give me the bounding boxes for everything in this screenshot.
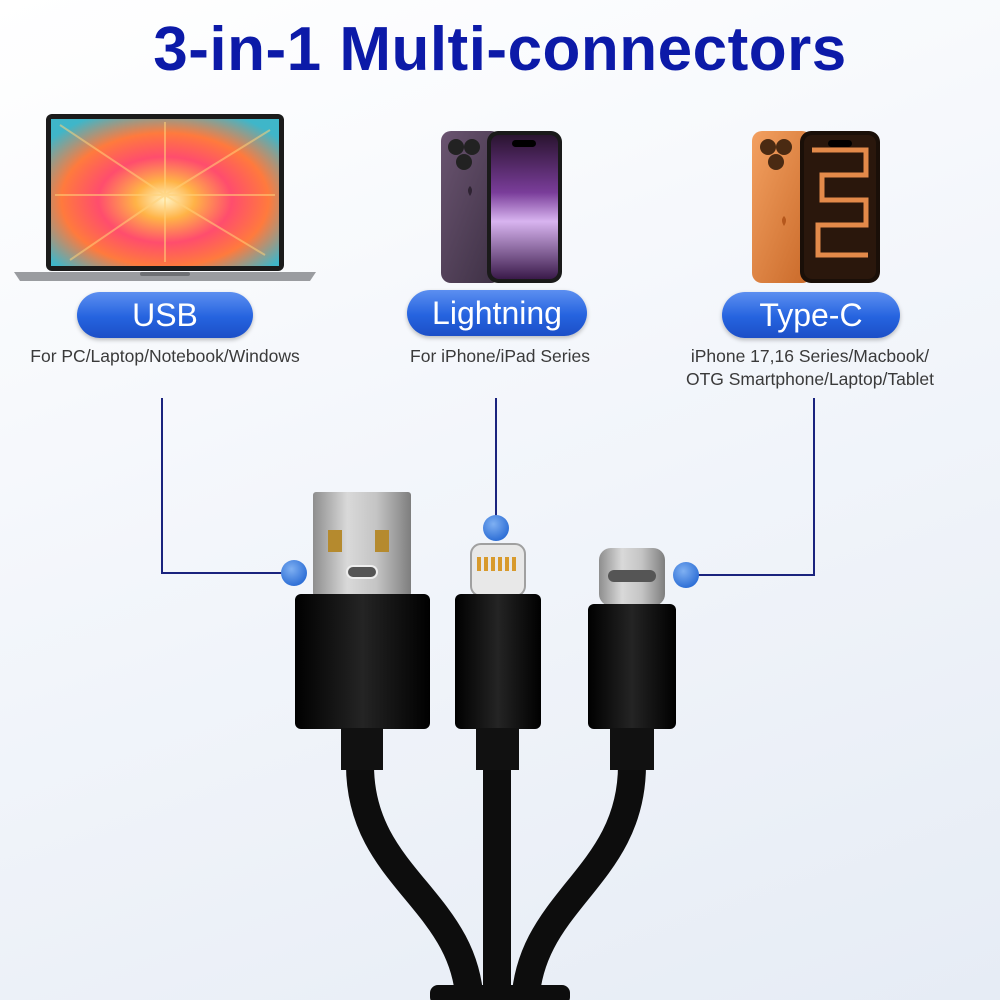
lightning-description: For iPhone/iPad Series — [410, 346, 590, 366]
lightning-callout-dot — [483, 515, 509, 541]
usb-a-connector — [295, 492, 430, 770]
cable — [346, 751, 646, 1000]
page-title: 3-in-1 Multi-connectors — [153, 15, 847, 84]
lightning-connector — [455, 543, 541, 770]
lightning-label: Lightning — [407, 290, 587, 336]
type-c-callout-dot — [673, 562, 699, 588]
type-c-label: Type-C — [722, 292, 900, 338]
type-c-description-line-2: OTG Smartphone/Laptop/Tablet — [685, 369, 935, 389]
type-c-connector — [588, 548, 676, 770]
iphone-purple-icon — [441, 131, 562, 283]
usb-description: For PC/Laptop/Notebook/Windows — [30, 346, 300, 366]
usb-label: USB — [77, 292, 253, 338]
iphone-orange-icon — [752, 131, 880, 283]
laptop-icon — [14, 114, 316, 281]
leader-lines — [161, 398, 815, 576]
type-c-description-line-1: iPhone 17,16 Series/Macbook/ — [690, 346, 930, 366]
usb-callout-dot — [281, 560, 307, 586]
